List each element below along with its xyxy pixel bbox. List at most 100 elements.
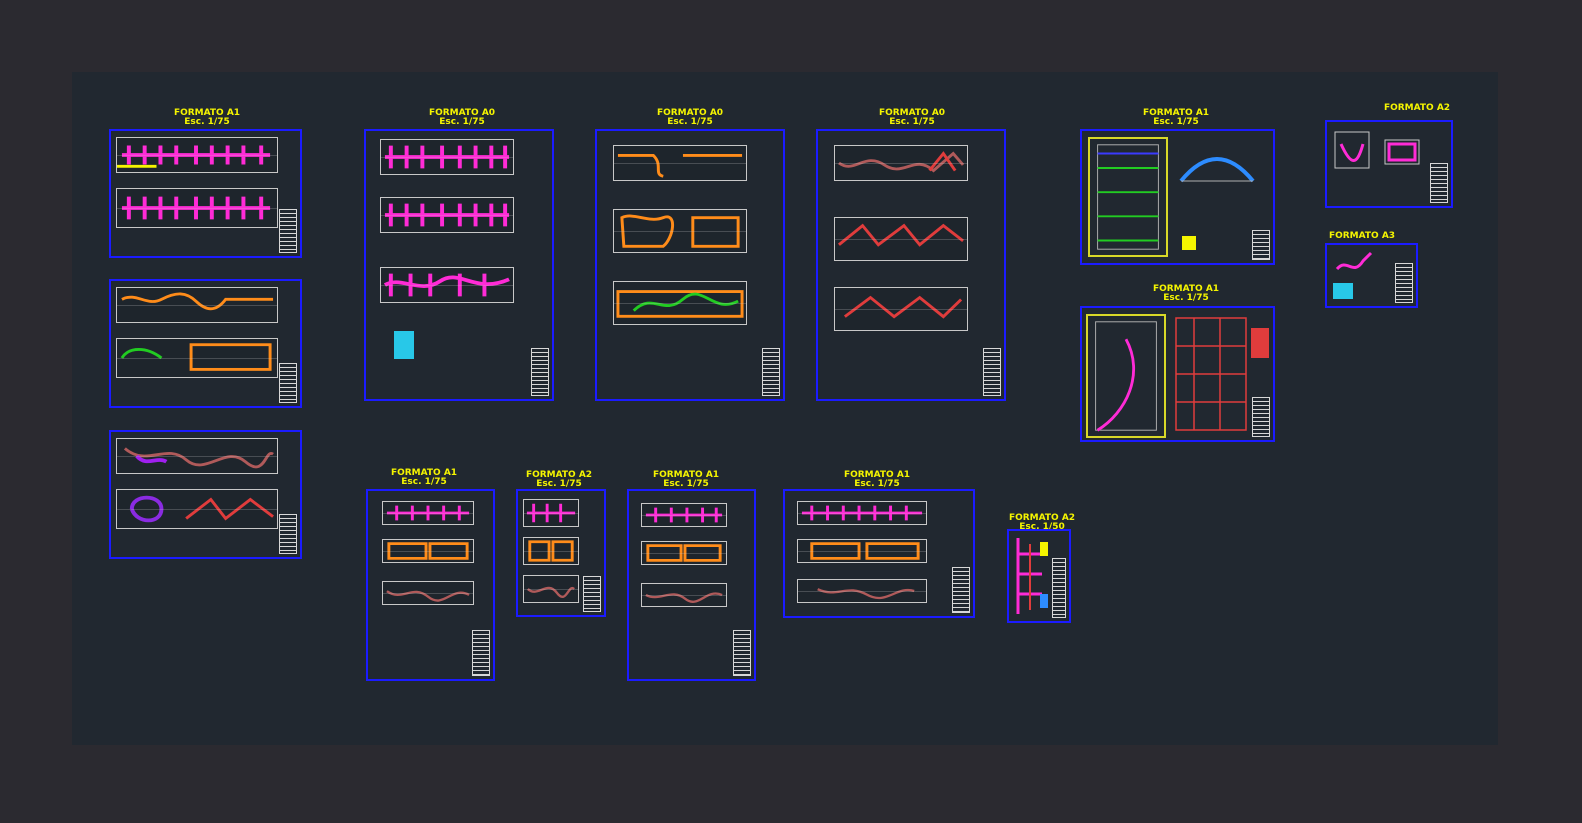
sheet-14[interactable]	[783, 489, 975, 618]
title-block	[279, 209, 297, 253]
sheet-14-scale: Esc. 1/75	[854, 479, 900, 489]
brown-red-route	[838, 151, 965, 173]
floor-plan	[797, 579, 927, 603]
brown-route	[527, 586, 575, 598]
sheet-12[interactable]	[516, 489, 606, 617]
detail-plans	[1334, 131, 1420, 169]
sheet-8-title: FORMATO A1 Esc. 1/75	[1153, 285, 1219, 303]
sports-field-plan	[1086, 314, 1166, 438]
magenta-route	[121, 196, 271, 220]
sports-field-plan	[1088, 137, 1168, 257]
floor-plan	[116, 188, 278, 228]
floor-plan	[116, 338, 278, 378]
orange-green-route	[616, 290, 744, 318]
sheet-14-title: FORMATO A1 Esc. 1/75	[844, 471, 910, 489]
title-block	[1395, 263, 1413, 303]
sheet-7-format: FORMATO A1	[1142, 108, 1210, 118]
title-block	[279, 363, 297, 403]
floor-plan	[834, 145, 968, 181]
floor-plan	[116, 489, 278, 529]
sheet-4[interactable]	[364, 129, 554, 401]
orange-green-route	[120, 343, 272, 371]
floor-plan	[523, 499, 579, 527]
sheet-9-title: FORMATO A2	[1384, 104, 1450, 113]
title-block	[583, 576, 601, 612]
sheet-10[interactable]	[1325, 243, 1418, 308]
sheet-7[interactable]	[1080, 129, 1275, 265]
floor-plan	[797, 501, 927, 525]
floor-plan	[382, 581, 474, 605]
floor-plan	[380, 139, 514, 175]
title-block	[1052, 558, 1066, 618]
sheet-12-format: FORMATO A2	[525, 470, 593, 480]
magenta-route	[645, 507, 723, 523]
sheet-14-format: FORMATO A1	[843, 470, 911, 480]
sheet-8-format: FORMATO A1	[1152, 284, 1220, 294]
title-block	[762, 348, 780, 396]
title-block	[1430, 163, 1448, 203]
sheet-11[interactable]	[366, 489, 495, 681]
sheet-15-title: FORMATO A2 Esc. 1/50	[1009, 514, 1075, 532]
floor-plan	[523, 575, 579, 603]
orange-route	[620, 214, 740, 248]
sheet-5-format: FORMATO A0	[656, 108, 724, 118]
title-block	[983, 348, 1001, 396]
floor-plan	[797, 539, 927, 563]
ceiling-grid	[1175, 317, 1247, 431]
sheet-9-format: FORMATO A2	[1383, 103, 1451, 113]
orange-route	[121, 292, 274, 311]
floor-plan	[613, 145, 747, 181]
riser-diagram	[1016, 538, 1048, 614]
floor-plan	[116, 137, 278, 173]
sheet-6-scale: Esc. 1/75	[889, 117, 935, 127]
sheet-2[interactable]	[109, 279, 302, 408]
magenta-route	[801, 505, 923, 521]
sheet-6[interactable]	[816, 129, 1006, 401]
sheet-1-title: FORMATO A1 Esc. 1/75	[174, 109, 240, 127]
sheet-5-scale: Esc. 1/75	[667, 117, 713, 127]
sheet-13[interactable]	[627, 489, 756, 681]
red-route	[837, 223, 964, 247]
floor-plan	[834, 217, 968, 261]
drawing-canvas[interactable]: FORMATO A1 Esc. 1/75	[72, 72, 1498, 745]
sheet-13-scale: Esc. 1/75	[663, 479, 709, 489]
sheet-1-scale: Esc. 1/75	[184, 117, 230, 127]
sheet-5[interactable]	[595, 129, 785, 401]
magenta-route	[117, 145, 271, 168]
sheet-15[interactable]	[1007, 529, 1071, 623]
sheet-5-title: FORMATO A0 Esc. 1/75	[657, 109, 723, 127]
floor-plan	[641, 541, 727, 565]
detail-route	[1335, 251, 1373, 271]
red-legend	[1251, 328, 1269, 358]
brown-route	[645, 592, 723, 603]
orange-route	[387, 542, 469, 560]
sheet-9[interactable]	[1325, 120, 1453, 208]
sheet-6-title: FORMATO A0 Esc. 1/75	[879, 109, 945, 127]
legend-box	[1333, 283, 1353, 299]
sheet-11-format: FORMATO A1	[390, 468, 458, 478]
magenta-route	[526, 503, 576, 523]
floor-plan	[382, 501, 474, 525]
floor-plan	[523, 537, 579, 565]
magenta-route	[386, 505, 470, 521]
sheet-15-scale: Esc. 1/50	[1019, 522, 1065, 532]
sheet-12-title: FORMATO A2 Esc. 1/75	[526, 471, 592, 489]
magenta-route	[383, 273, 510, 297]
sheet-7-title: FORMATO A1 Esc. 1/75	[1143, 109, 1209, 127]
sheet-13-format: FORMATO A1	[652, 470, 720, 480]
sheet-11-scale: Esc. 1/75	[401, 477, 447, 487]
sheet-10-format: FORMATO A3	[1328, 231, 1396, 241]
sheet-1[interactable]	[109, 129, 302, 258]
sheet-6-format: FORMATO A0	[878, 108, 946, 118]
yellow-legend	[1182, 236, 1196, 250]
floor-plan	[613, 209, 747, 253]
brown-route	[817, 588, 915, 600]
sheet-13-title: FORMATO A1 Esc. 1/75	[653, 471, 719, 489]
floor-plan	[641, 583, 727, 607]
orange-route	[810, 542, 920, 560]
sheet-3[interactable]	[109, 430, 302, 559]
sheet-7-scale: Esc. 1/75	[1153, 117, 1199, 127]
sheet-8[interactable]	[1080, 306, 1275, 442]
magenta-route	[384, 145, 510, 169]
roof-section	[1179, 157, 1255, 183]
